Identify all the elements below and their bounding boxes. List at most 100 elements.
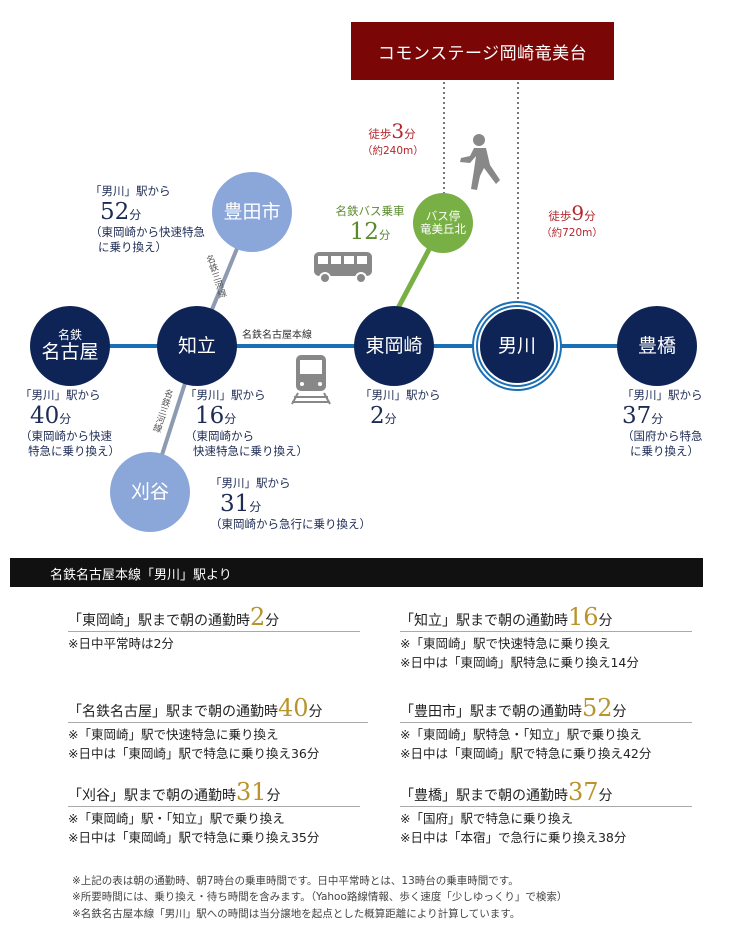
route-lines [70,82,657,493]
note: ※「東岡崎」駅で快速特急に乗り換え [400,636,611,651]
walk-distance: （約720m） [541,226,603,239]
station-prefix: 名鉄 [57,327,82,342]
heading-text: 「刈谷」駅まで朝の通勤時 [68,788,236,804]
unit: 分 [265,613,280,629]
heading-text: 「知立」駅まで朝の通勤時 [400,613,568,629]
footnote: ※所要時間には、乗り換え・待ち時間を含みます。（Yahoo路線情報、歩く速度「少… [72,891,568,904]
walk-minutes: 3 [391,119,405,143]
note: ※日中は「東岡崎」駅で特急に乗り換え42分 [400,745,652,761]
note: （東岡崎から快速 [20,428,112,443]
minutes: 40 [278,694,309,722]
from-label: 「男川」駅から [185,388,266,402]
minutes: 37 [568,778,599,806]
walk-minutes: 9 [571,201,585,225]
heading-text: 「名鉄名古屋」駅まで朝の通勤時 [68,704,278,720]
note: （東岡崎から快速特急 [90,224,205,239]
unit: 分 [384,411,397,426]
time-higashi-okazaki: 「男川」駅から 2分 [360,388,441,429]
minutes: 16 [568,603,599,631]
station-otogawa: 男川 [478,307,556,385]
walk-label: 徒歩 [368,127,392,141]
commute-block: 「知立」駅まで朝の通勤時16分 ※「東岡崎」駅で快速特急に乗り換え ※日中は「東… [400,605,692,673]
commute-heading: 「刈谷」駅まで朝の通勤時31分 [68,780,360,807]
commute-block: 「刈谷」駅まで朝の通勤時31分 ※「東岡崎」駅・「知立」駅で乗り換え ※日中は「… [68,780,360,848]
station-higashi-okazaki: 東岡崎 [354,306,434,386]
minutes: 2 [250,603,266,631]
minutes: 37 [622,402,652,429]
bus-stop-tatsumigaoka-kita: バス停 竜美丘北 [413,193,473,253]
note: ※「東岡崎」駅で快速特急に乗り換え [68,727,279,742]
note: ※「東岡崎」駅・「知立」駅で乗り換え [68,811,285,826]
heading-text: 「東岡崎」駅まで朝の通勤時 [68,613,250,629]
station-toyohashi: 豊橋 [617,306,697,386]
bus-stop-name: 竜美丘北 [420,222,466,236]
unit: 分 [308,704,323,720]
walker-icon [460,134,500,190]
from-label: 「男川」駅から [210,476,291,490]
note: に乗り換え） [98,240,167,255]
commute-block: 「東岡崎」駅まで朝の通勤時2分 ※日中平常時は2分 [68,605,360,654]
note: ※日中は「東岡崎」駅特急に乗り換え14分 [400,654,639,670]
unit: 分 [224,411,237,426]
from-label: 「男川」駅から [360,388,441,402]
note: （東岡崎から [185,428,254,443]
station-meitetsu-nagoya: 名鉄 名古屋 [30,306,110,386]
unit: 分 [129,207,142,222]
unit: 分 [612,704,627,720]
commute-heading: 「豊田市」駅まで朝の通勤時52分 [400,696,692,723]
walk-to-bus-stop: 徒歩3分 （約240m） [362,119,424,158]
unit: 分 [59,411,72,426]
note: ※「東岡崎」駅特急・「知立」駅で乗り換え [400,727,642,742]
station-kariya: 刈谷 [110,452,190,532]
commute-block: 「豊田市」駅まで朝の通勤時52分 ※「東岡崎」駅特急・「知立」駅で乗り換え ※日… [400,696,692,764]
walk-label: 徒歩 [548,209,572,223]
time-nagoya: 「男川」駅から 40分 （東岡崎から快速 特急に乗り換え） [20,388,120,460]
note: （東岡崎から急行に乗り換え） [210,516,371,531]
note: 快速特急に乗り換え） [193,444,308,459]
station-toyotashi: 豊田市 [212,172,292,252]
station-name: 名古屋 [41,341,99,364]
unit: 分 [266,788,281,804]
commute-heading: 「東岡崎」駅まで朝の通勤時2分 [68,605,360,632]
minutes: 31 [220,490,250,517]
time-kariya: 「男川」駅から 31分 （東岡崎から急行に乗り換え） [210,476,371,532]
note: に乗り換え） [630,444,699,459]
from-label: 「男川」駅から [20,388,101,402]
heading-text: 「豊橋」駅まで朝の通勤時 [400,788,568,804]
commute-heading: 「知立」駅まで朝の通勤時16分 [400,605,692,632]
commute-heading: 「豊橋」駅まで朝の通勤時37分 [400,780,692,807]
note: ※日中は「東岡崎」駅で特急に乗り換え36分 [68,745,320,761]
unit: 分 [249,499,262,514]
destination-title: コモンステージ岡崎竜美台 [351,22,614,80]
note: （国府から特急 [622,428,703,443]
minutes: 52 [582,694,613,722]
main-line-label: 名鉄名古屋本線 [242,330,312,341]
station-chiryu: 知立 [157,306,237,386]
note: ※「国府」駅で特急に乗り換え [400,811,573,826]
footnote: ※上記の表は朝の通勤時、朝7時台の乗車時間です。日中平常時とは、13時台の乗車時… [72,875,519,887]
unit: 分 [598,788,613,804]
minutes: 2 [370,402,385,429]
time-toyotashi: 「男川」駅から 52分 （東岡崎から快速特急 に乗り換え） [90,184,205,256]
section-title: 名鉄名古屋本線「男川」駅より [10,558,703,587]
commute-block: 「豊橋」駅まで朝の通勤時37分 ※「国府」駅で特急に乗り換え ※日中は「本宿」で… [400,780,692,848]
train-icon [291,355,331,405]
note: ※日中は「本宿」で急行に乗り換え38分 [400,829,627,845]
unit: 分 [598,613,613,629]
commute-heading: 「名鉄名古屋」駅まで朝の通勤時40分 [68,696,368,723]
bus-unit: 分 [378,227,391,242]
bus-icon [314,252,372,284]
bus-stop-label: バス停 [425,209,461,224]
time-chiryu: 「男川」駅から 16分 （東岡崎から 快速特急に乗り換え） [185,388,308,460]
bus-ride: 名鉄バス乗車 12分 [330,204,410,245]
walk-distance: （約240m） [362,144,424,157]
bus-minutes: 12 [349,218,379,245]
footnote: ※名鉄名古屋本線「男川」駅への時間は当分譲地を起点とした概算距離により計算してい… [72,907,521,920]
footnotes: ※上記の表は朝の通勤時、朝7時台の乗車時間です。日中平常時とは、13時台の乗車時… [72,873,567,922]
commute-block: 「名鉄名古屋」駅まで朝の通勤時40分 ※「東岡崎」駅で快速特急に乗り換え ※日中… [68,696,368,764]
from-label: 「男川」駅から [90,184,171,198]
from-label: 「男川」駅から [622,388,703,402]
time-toyohashi: 「男川」駅から 37分 （国府から特急 に乗り換え） [622,388,703,460]
heading-text: 「豊田市」駅まで朝の通勤時 [400,704,582,720]
minutes: 31 [236,778,267,806]
